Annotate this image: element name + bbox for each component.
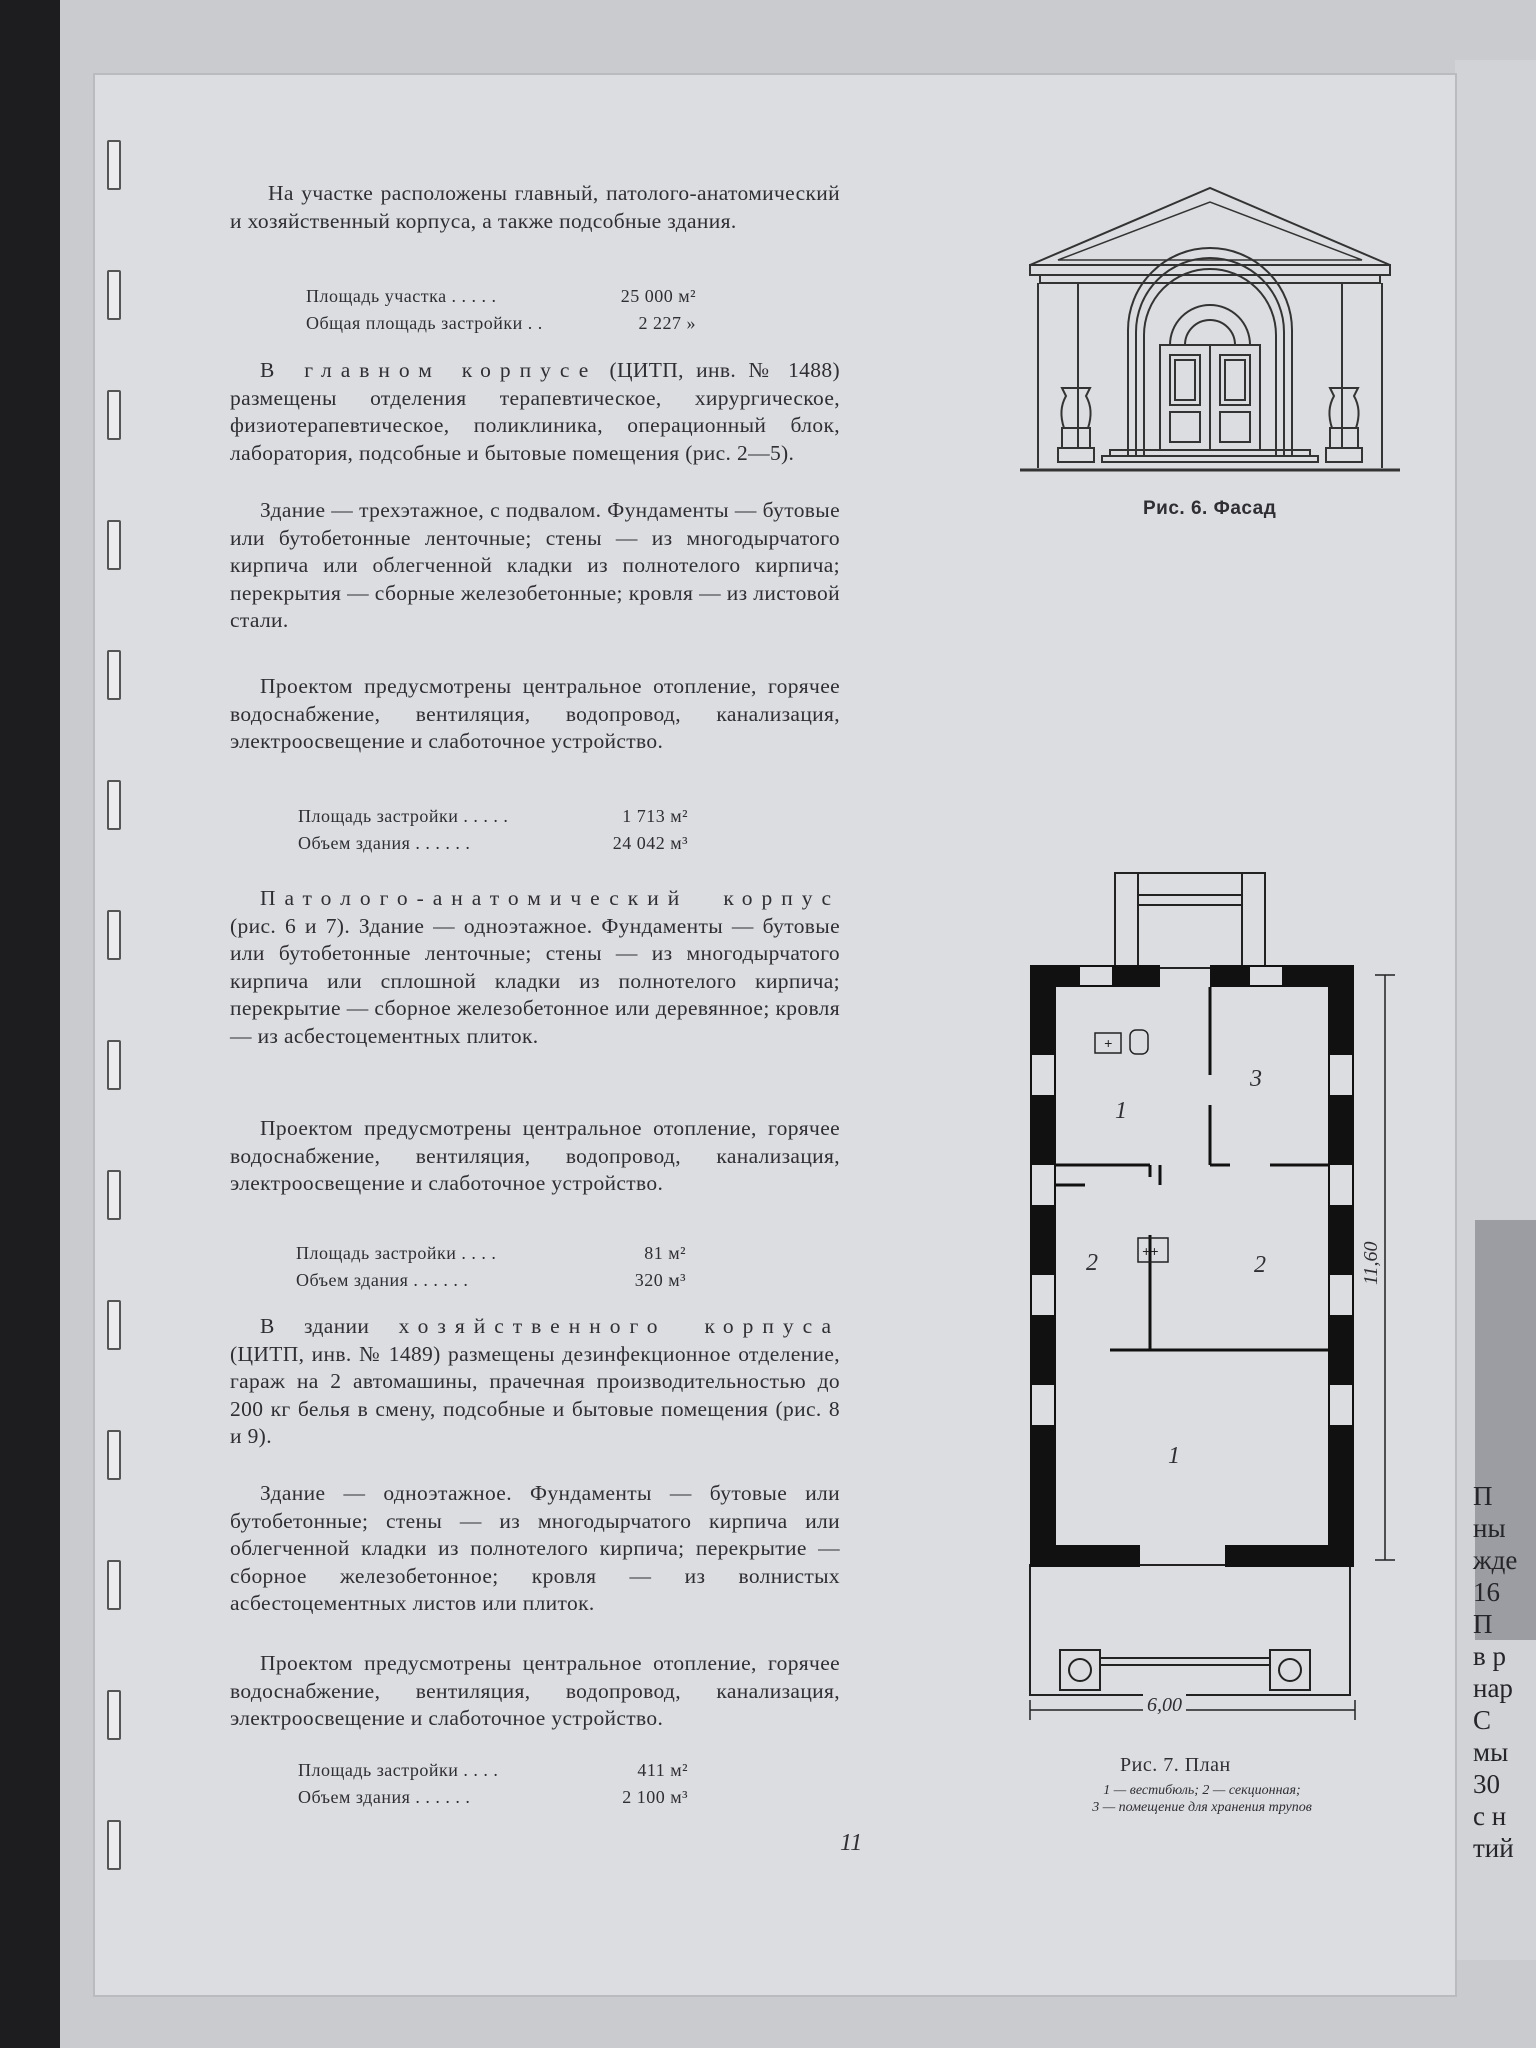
- paragraph: Проектом предусмотрены центральное отопл…: [230, 674, 840, 753]
- binding-hole: [107, 650, 121, 700]
- legend-line: 3 — помещение для хранения трупов: [1092, 1800, 1312, 1815]
- next-page-fragment: с н: [1473, 1801, 1507, 1831]
- binding-hole: [107, 140, 121, 190]
- figure-6-caption: Рис. 6. Фасад: [1143, 498, 1277, 519]
- binding-holes: [95, 60, 135, 1960]
- binding-hole: [107, 270, 121, 320]
- binding-hole: [107, 1690, 121, 1740]
- figure-7-legend: 1 — вестибюль; 2 — секционная; 3 — помещ…: [1022, 1782, 1382, 1816]
- next-page-fragment: П: [1473, 1481, 1493, 1511]
- next-page-fragment: 16: [1473, 1577, 1500, 1607]
- binding-hole: [107, 390, 121, 440]
- next-page-fragment: в р: [1473, 1641, 1506, 1671]
- paragraph-text: (ЦИТП, инв. № 1489) размещены дезинфекци…: [230, 1341, 840, 1449]
- stat-label: Площадь застройки . . . .: [298, 1760, 499, 1780]
- stat-label: Объем здания . . . . . .: [298, 833, 471, 853]
- stat-label: Площадь застройки . . . .: [296, 1243, 497, 1263]
- room-label: 1: [1115, 1098, 1127, 1124]
- stat-value: 81 м²: [644, 1243, 686, 1263]
- paragraph-text: (ЦИТП, инв. № 1488) размещены отделения …: [230, 358, 840, 465]
- binding-hole: [107, 1170, 121, 1220]
- binding-hole: [107, 1040, 121, 1090]
- patho-building-stats: Площадь застройки . . . . 81 м² Объем зда…: [296, 1240, 686, 1294]
- paragraph: Здание — трехэтажное, с подвалом. Фундам…: [230, 498, 840, 632]
- stat-label: Объем здания . . . . . .: [298, 1787, 471, 1807]
- section-heading: хозяйственного корпуса: [398, 1314, 840, 1338]
- paragraph: В здании хозяйственного корпуса (ЦИТП, и…: [230, 1313, 840, 1451]
- room-label: 2: [1254, 1252, 1266, 1278]
- next-page-fragment: жде: [1473, 1545, 1518, 1575]
- next-page-fragment: тий: [1473, 1833, 1514, 1863]
- binding-hole: [107, 520, 121, 570]
- stat-value: 24 042 м³: [612, 833, 688, 853]
- binding-hole: [107, 910, 121, 960]
- stat-value: 1 713 м²: [622, 806, 688, 826]
- room-label: 2: [1086, 1250, 1098, 1276]
- stat-label: Площадь застройки . . . . .: [298, 806, 509, 826]
- main-building-stats: Площадь застройки . . . . . 1 713 м² Объе…: [298, 803, 688, 857]
- stat-label: Общая площадь застройки . .: [306, 313, 543, 333]
- room-label: 3: [1250, 1066, 1262, 1092]
- width-dimension: 6,00: [1143, 1694, 1186, 1717]
- paragraph: Здание — одноэтажное. Фундаменты — бутов…: [230, 1481, 840, 1615]
- section-heading: В главном корпусе: [260, 358, 598, 382]
- binding-hole: [107, 1560, 121, 1610]
- stat-label: Объем здания . . . . . .: [296, 1270, 469, 1290]
- stat-value: 2 227 »: [638, 313, 696, 333]
- stat-value: 2 100 м³: [622, 1787, 688, 1807]
- paragraph: Проектом предусмотрены центральное отопл…: [230, 1651, 840, 1730]
- page-number: 11: [840, 1830, 863, 1856]
- paragraph: На участке расположены главный, патолого…: [230, 181, 840, 233]
- floor-plan-drawing: + ++: [1029, 872, 1395, 1720]
- next-page-fragment: 30: [1473, 1769, 1500, 1799]
- next-page-edge: П ны жде 16 П в р нар С мы 30 с н тий: [1455, 60, 1536, 1960]
- facade-drawing: [1020, 186, 1400, 472]
- svg-text:++: ++: [1142, 1243, 1158, 1259]
- section-heading: Патолого-анатомический корпус: [260, 886, 840, 910]
- binding-hole: [107, 1820, 121, 1870]
- room-label: 1: [1168, 1443, 1180, 1469]
- binding-hole: [107, 1430, 121, 1480]
- book-page: [95, 75, 1455, 1995]
- next-page-fragment: мы: [1473, 1737, 1509, 1767]
- height-dimension: 11,60: [1360, 1241, 1382, 1285]
- binding-hole: [107, 780, 121, 830]
- next-page-fragment: ны: [1473, 1513, 1506, 1543]
- next-page-fragment: П: [1473, 1609, 1493, 1639]
- next-page-photo: [1475, 1220, 1536, 1640]
- next-page-fragment: нар: [1473, 1673, 1513, 1703]
- binding-hole: [107, 1300, 121, 1350]
- next-page-fragment: С: [1473, 1705, 1492, 1735]
- stat-value: 320 м³: [634, 1270, 686, 1290]
- site-stats: Площадь участка . . . . . 25 000 м² Общая…: [306, 283, 696, 337]
- paragraph: Патолого-анатомический корпус (рис. 6 и …: [230, 885, 840, 1050]
- figure-7-caption: Рис. 7. План: [1120, 1754, 1231, 1776]
- stat-label: Площадь участка . . . . .: [306, 286, 497, 306]
- paragraph: В главном корпусе (ЦИТП, инв. № 1488) ра…: [230, 357, 840, 467]
- stat-value: 25 000 м²: [620, 286, 696, 306]
- household-building-stats: Площадь застройки . . . . 411 м² Объем зд…: [298, 1757, 688, 1811]
- paragraph-text: (рис. 6 и 7). Здание — одноэтажное. Фунд…: [230, 913, 840, 1048]
- legend-line: 1 — вестибюль; 2 — секционная;: [1103, 1783, 1301, 1798]
- svg-text:+: +: [1104, 1035, 1112, 1051]
- paragraph: Проектом предусмотрены центральное отопл…: [230, 1116, 840, 1195]
- paragraph-text: В здании: [260, 1314, 370, 1338]
- stat-value: 411 м²: [637, 1760, 688, 1780]
